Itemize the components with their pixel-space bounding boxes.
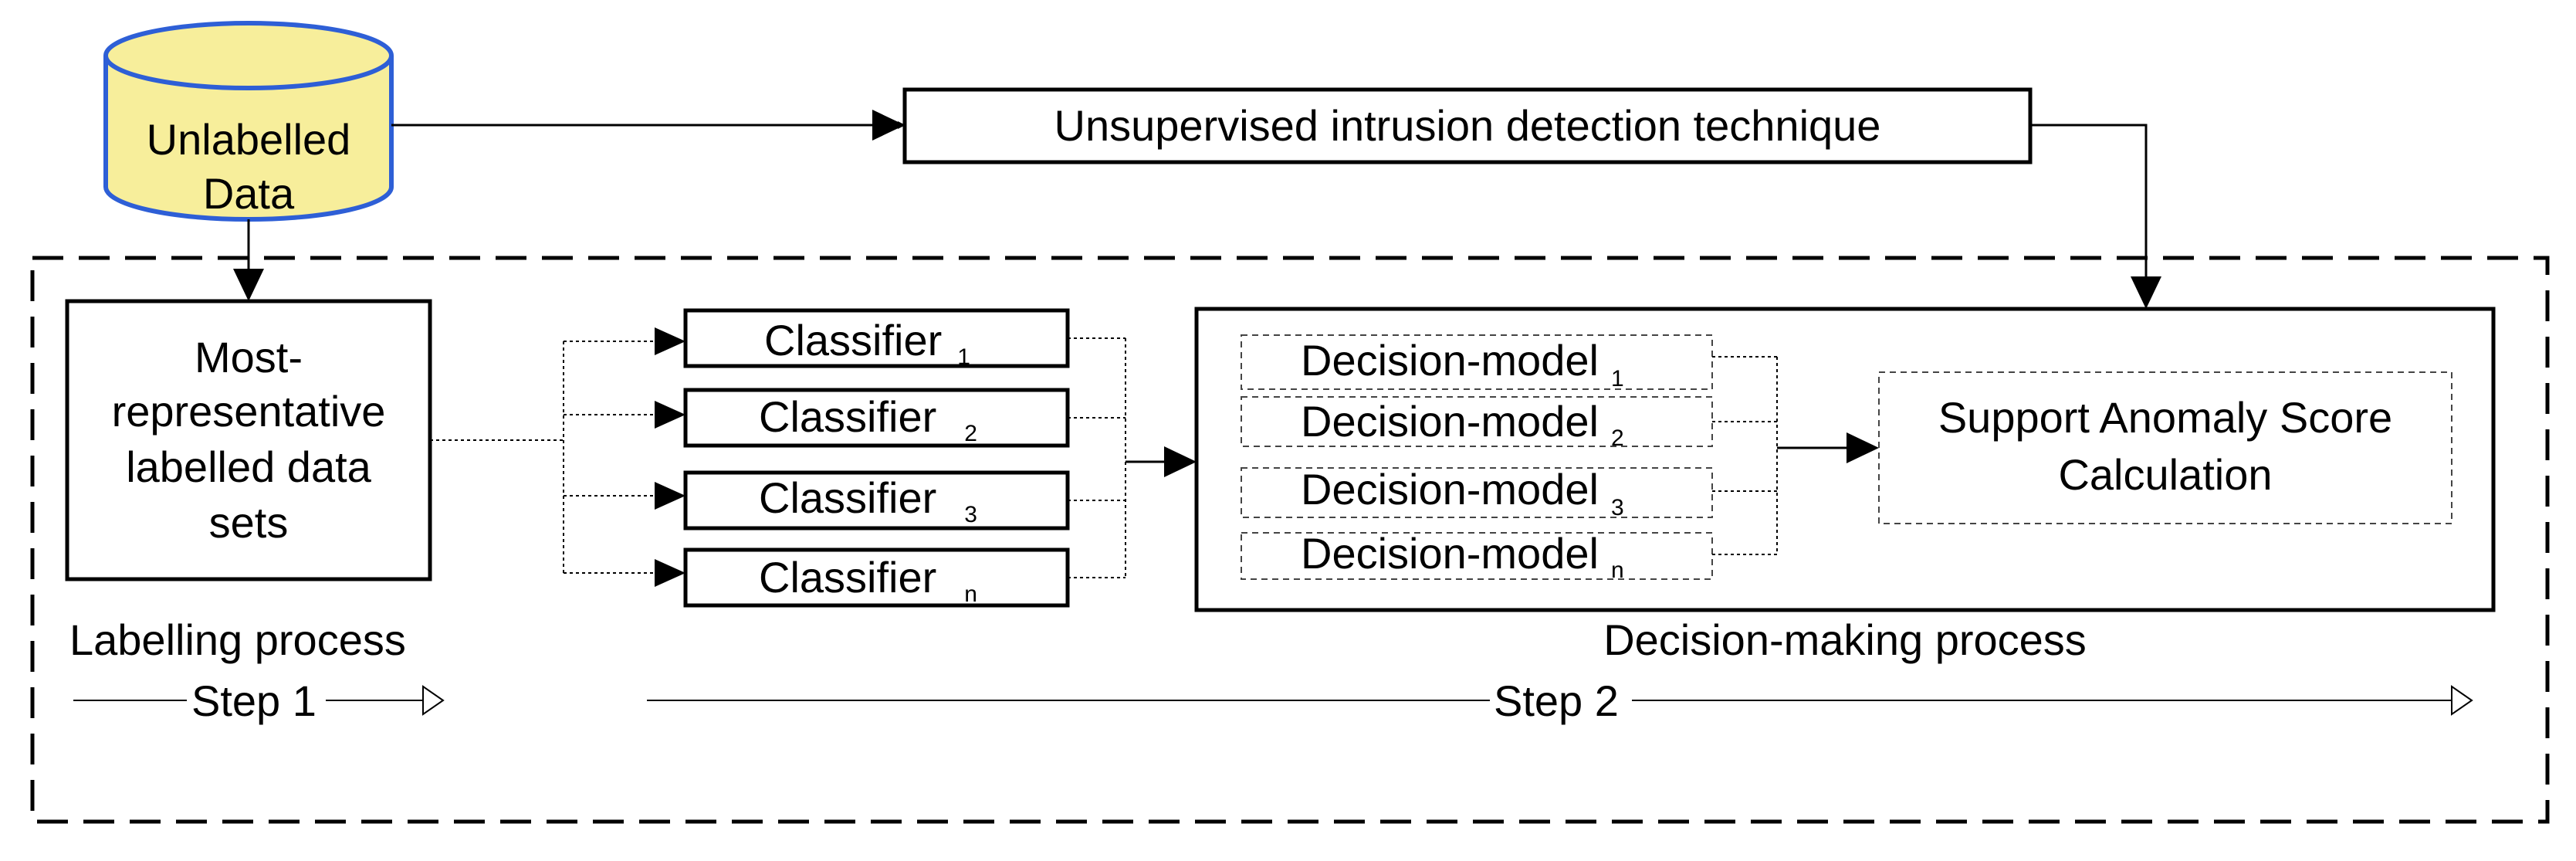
classifier-2-label: Classifier [759, 392, 936, 441]
arrowhead-data-to-labelled [233, 269, 264, 301]
unlabelled-data-database: Unlabelled Data [103, 21, 394, 222]
decision-model-n-sub: n [1611, 558, 1624, 583]
classifier-1-label: Classifier [764, 316, 942, 364]
fanout-connectors [430, 341, 670, 574]
labelled-data-line4: sets [209, 498, 289, 547]
arrow-unsupervised-to-decision [2030, 124, 2148, 286]
classifier-1: Classifier 1 [683, 308, 1070, 370]
decision-model-n-label: Decision-model [1301, 529, 1599, 578]
unsupervised-technique-label: Unsupervised intrusion detection techniq… [1054, 101, 1881, 150]
labelled-data-line1: Most- [195, 333, 303, 381]
classifier-3-label: Classifier [759, 473, 936, 522]
classifier-n-sub: n [964, 581, 977, 607]
fanout-arrowheads [655, 327, 685, 587]
support-anomaly-line2: Calculation [2058, 450, 2272, 499]
arrowhead-data-to-unsupervised [872, 110, 905, 141]
classifier-2: Classifier 2 [683, 388, 1070, 448]
decision-model-1-label: Decision-model [1301, 336, 1599, 385]
decision-model-3: Decision-model 3 [1241, 465, 1713, 520]
unsupervised-technique-box [902, 87, 2033, 164]
step2-label: Step 2 [1494, 676, 1619, 725]
classifier-3-sub: 3 [964, 502, 977, 527]
unlabelled-data-line2: Data [203, 169, 295, 218]
fanin-connectors [1068, 337, 1126, 578]
decision-model-2-sub: 2 [1611, 425, 1624, 451]
arrowhead-models-to-support [1847, 432, 1879, 463]
labelled-data-line3: labelled data [126, 442, 371, 491]
unlabelled-data-line1: Unlabelled [147, 115, 351, 164]
classifier-2-sub: 2 [964, 421, 977, 446]
decision-making-process-label: Decision-making process [1603, 615, 2087, 664]
classifier-3: Classifier 3 [683, 470, 1070, 530]
arrowhead-classifiers-to-decision [1164, 446, 1197, 477]
classifier-n: Classifier n [683, 547, 1070, 608]
classifier-n-label: Classifier [759, 553, 936, 602]
step1-label: Step 1 [191, 676, 316, 725]
process-boundary [30, 256, 2550, 824]
cylinder-top [103, 21, 394, 90]
decision-model-1-sub: 1 [1611, 366, 1624, 392]
decision-model-2: Decision-model 2 [1241, 396, 1713, 451]
labelling-process-label: Labelling process [69, 615, 406, 664]
decision-model-n: Decision-model n [1241, 529, 1713, 583]
decision-fanin-connectors [1712, 356, 1778, 555]
support-anomaly-box [1878, 371, 2452, 524]
step1-arrowhead [422, 685, 445, 716]
labelled-data-line2: representative [112, 387, 386, 436]
support-anomaly-line1: Support Anomaly Score [1938, 393, 2392, 442]
decision-model-2-label: Decision-model [1301, 397, 1599, 446]
decision-model-3-label: Decision-model [1301, 465, 1599, 514]
decision-model-1: Decision-model 1 [1241, 334, 1713, 392]
classifier-1-sub: 1 [957, 344, 970, 370]
step2-arrowhead [2451, 685, 2473, 716]
arrowhead-unsupervised-to-decision [2131, 276, 2161, 309]
decision-model-3-sub: 3 [1611, 495, 1624, 520]
